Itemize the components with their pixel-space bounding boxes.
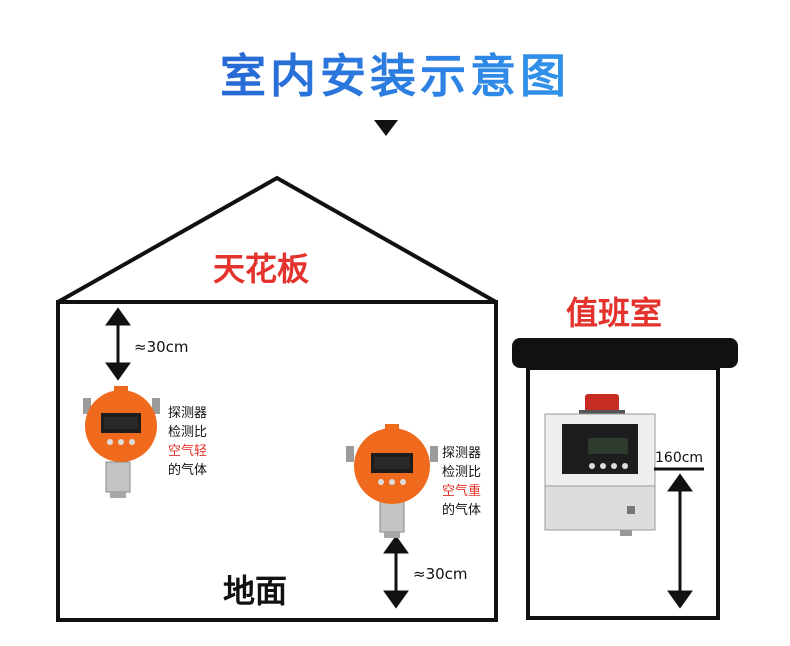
detector-heavy-note: 探测器 检测比 空气重 的气体 [442, 444, 481, 520]
note-line-highlight: 空气轻 [168, 444, 208, 459]
double-arrow-icon [667, 473, 693, 609]
double-arrow-icon [383, 535, 409, 609]
note-line: 探测器 [442, 446, 482, 461]
house-roof [57, 175, 497, 304]
alarm-controller-icon [544, 394, 656, 536]
duty-room-roof [512, 338, 738, 368]
note-line: 检测比 [442, 465, 482, 480]
down-triangle-icon [374, 120, 398, 136]
gas-detector-icon [83, 386, 160, 498]
note-line: 探测器 [168, 406, 208, 421]
house-walls [56, 300, 498, 622]
ceiling-label: 天花板 [213, 250, 310, 288]
bottom-distance-label: ≈30cm [413, 565, 468, 583]
duty-room-label: 值班室 [566, 294, 663, 332]
double-arrow-icon [105, 307, 131, 381]
note-line-highlight: 空气重 [442, 484, 482, 499]
note-line: 的气体 [168, 463, 208, 478]
detector-light-note: 探测器 检测比 空气轻 的气体 [168, 404, 207, 480]
house-outline [56, 175, 498, 622]
height-label: 160cm [655, 450, 704, 466]
gas-detector-icon [346, 424, 438, 538]
floor-label: 地面 [223, 572, 288, 610]
duty-room-walls [526, 366, 720, 620]
note-line: 的气体 [442, 503, 482, 518]
duty-room [512, 338, 738, 620]
top-distance-label: ≈30cm [134, 338, 189, 356]
page-title: 室内安装示意图 [0, 40, 790, 106]
note-line: 检测比 [168, 425, 208, 440]
